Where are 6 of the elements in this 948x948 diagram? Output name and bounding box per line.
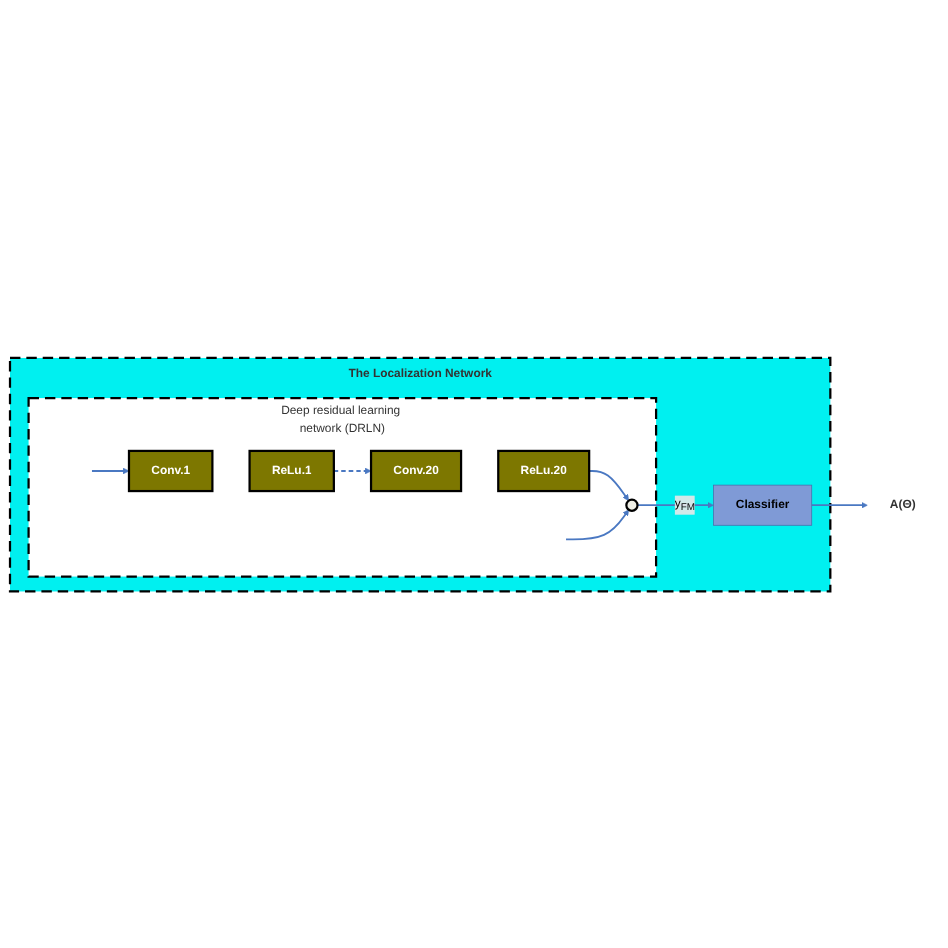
arrow (332, 467, 372, 474)
arrow (810, 501, 868, 508)
arrow (588, 469, 630, 501)
node-circle (625, 497, 639, 512)
arrow (90, 467, 130, 474)
arrow (565, 508, 630, 540)
